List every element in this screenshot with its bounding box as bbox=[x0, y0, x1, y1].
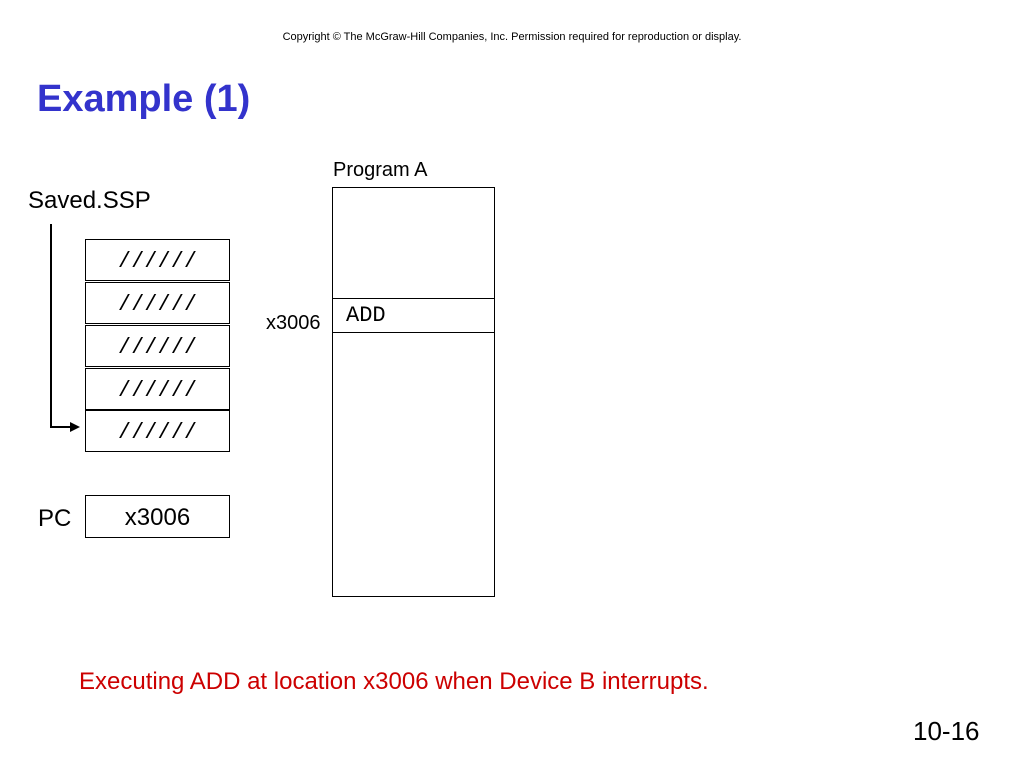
caption: Executing ADD at location x3006 when Dev… bbox=[79, 668, 709, 695]
copyright-notice: Copyright © The McGraw-Hill Companies, I… bbox=[282, 31, 742, 43]
slide-number: 10-16 bbox=[913, 716, 980, 746]
instruction-address-label: x3006 bbox=[266, 312, 321, 334]
stack-cell: ////// bbox=[85, 368, 230, 410]
stack-cell: ////// bbox=[85, 282, 230, 324]
saved-ssp-label: Saved.SSP bbox=[28, 187, 151, 214]
slide-title: Example (1) bbox=[37, 78, 251, 120]
program-label: Program A bbox=[333, 159, 428, 181]
add-instruction-row: ADD bbox=[332, 298, 495, 333]
stack-cell: ////// bbox=[85, 325, 230, 367]
stack-cell: ////// bbox=[85, 239, 230, 281]
program-memory bbox=[332, 187, 495, 597]
pc-label: PC bbox=[38, 505, 72, 532]
stack-cell: ////// bbox=[85, 410, 230, 452]
pc-register: x3006 bbox=[85, 495, 230, 538]
